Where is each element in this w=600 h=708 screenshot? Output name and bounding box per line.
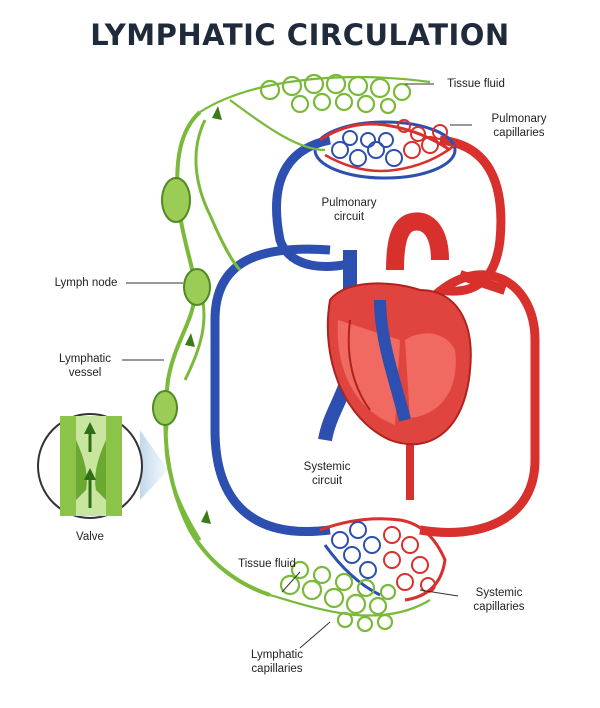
label-lymph-node: Lymph node [54,277,118,289]
systemic-vein-loop [210,244,331,536]
label-systemic-capillaries: Systemic capillaries [473,587,525,613]
heart [318,212,507,446]
lymph-node-middle [183,268,211,306]
systemic-capillary-bed [319,517,447,602]
label-tissue-fluid-bottom: Tissue fluid [238,558,296,570]
pulmonary-vein-loop [272,135,357,271]
valve-inset [37,413,143,519]
diagram-title: LYMPHATIC CIRCULATION [90,18,510,52]
lymphatic-capillaries-top [199,73,431,152]
label-pulmonary-capillaries: Pulmonary capillaries [491,113,547,139]
pulmonary-capillary-bed [313,119,457,180]
label-lymphatic-capillaries: Lymphatic capillaries [251,649,303,675]
label-lymphatic-vessel: Lymphatic vessel [59,353,111,379]
pulmonary-artery-loop [439,135,506,296]
magnifier-cone [140,430,168,500]
lymph-node-upper [161,177,191,223]
systemic-artery-loop [419,270,540,537]
label-pulmonary-circuit: Pulmonary circuit [321,197,377,223]
label-valve: Valve [76,531,104,543]
lymph-nodes [152,177,211,426]
lymph-node-lower [152,390,178,426]
label-systemic-circuit: Systemic circuit [303,461,351,487]
lymphatic-capillaries-bottom [269,560,431,633]
lymph-flow-arrows [185,106,222,524]
label-tissue-fluid-top: Tissue fluid [447,78,505,90]
